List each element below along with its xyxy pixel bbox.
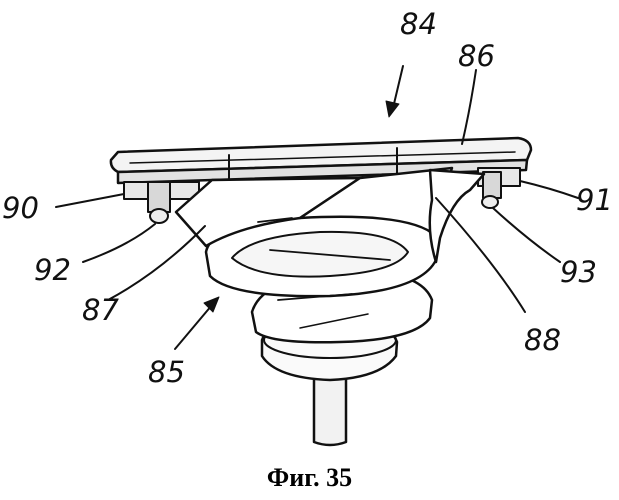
label-86: 86: [458, 39, 495, 73]
label-85: 85: [148, 355, 185, 389]
label-92: 92: [34, 253, 71, 287]
label-87: 87: [82, 293, 119, 327]
label-93: 93: [560, 255, 597, 289]
label-88: 88: [524, 323, 561, 357]
label-91: 91: [576, 183, 613, 217]
label-84: 84: [400, 7, 437, 41]
label-90: 90: [2, 191, 39, 225]
figure-caption: Фиг. 35: [267, 463, 352, 492]
helical-spring: [176, 168, 484, 445]
